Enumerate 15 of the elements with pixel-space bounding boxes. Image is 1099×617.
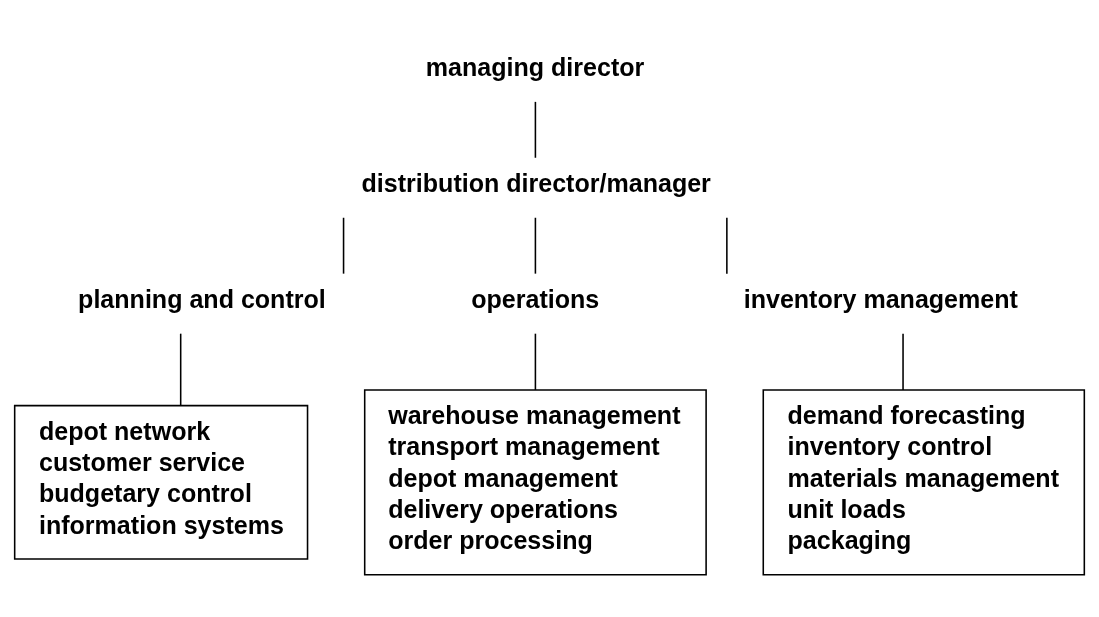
connector — [534, 216, 537, 275]
connector — [179, 332, 182, 407]
node-box: demand forecasting inventory control materials management unit loads packaging — [762, 389, 1086, 576]
node-box: warehouse management transport management depot management delivery operations order processing — [363, 389, 707, 576]
node-text: distribution director/manager — [361, 169, 711, 198]
connector — [902, 332, 904, 391]
node-text: inventory management — [743, 285, 1018, 314]
node-text: managing director — [425, 53, 645, 82]
connector — [534, 101, 537, 159]
node-text: operations — [471, 285, 600, 314]
connector — [726, 216, 728, 275]
connector — [342, 216, 345, 275]
connector — [534, 332, 537, 391]
node-box: depot network customer service budgetary control information systems — [13, 404, 309, 560]
node-text: planning and control — [78, 285, 326, 314]
